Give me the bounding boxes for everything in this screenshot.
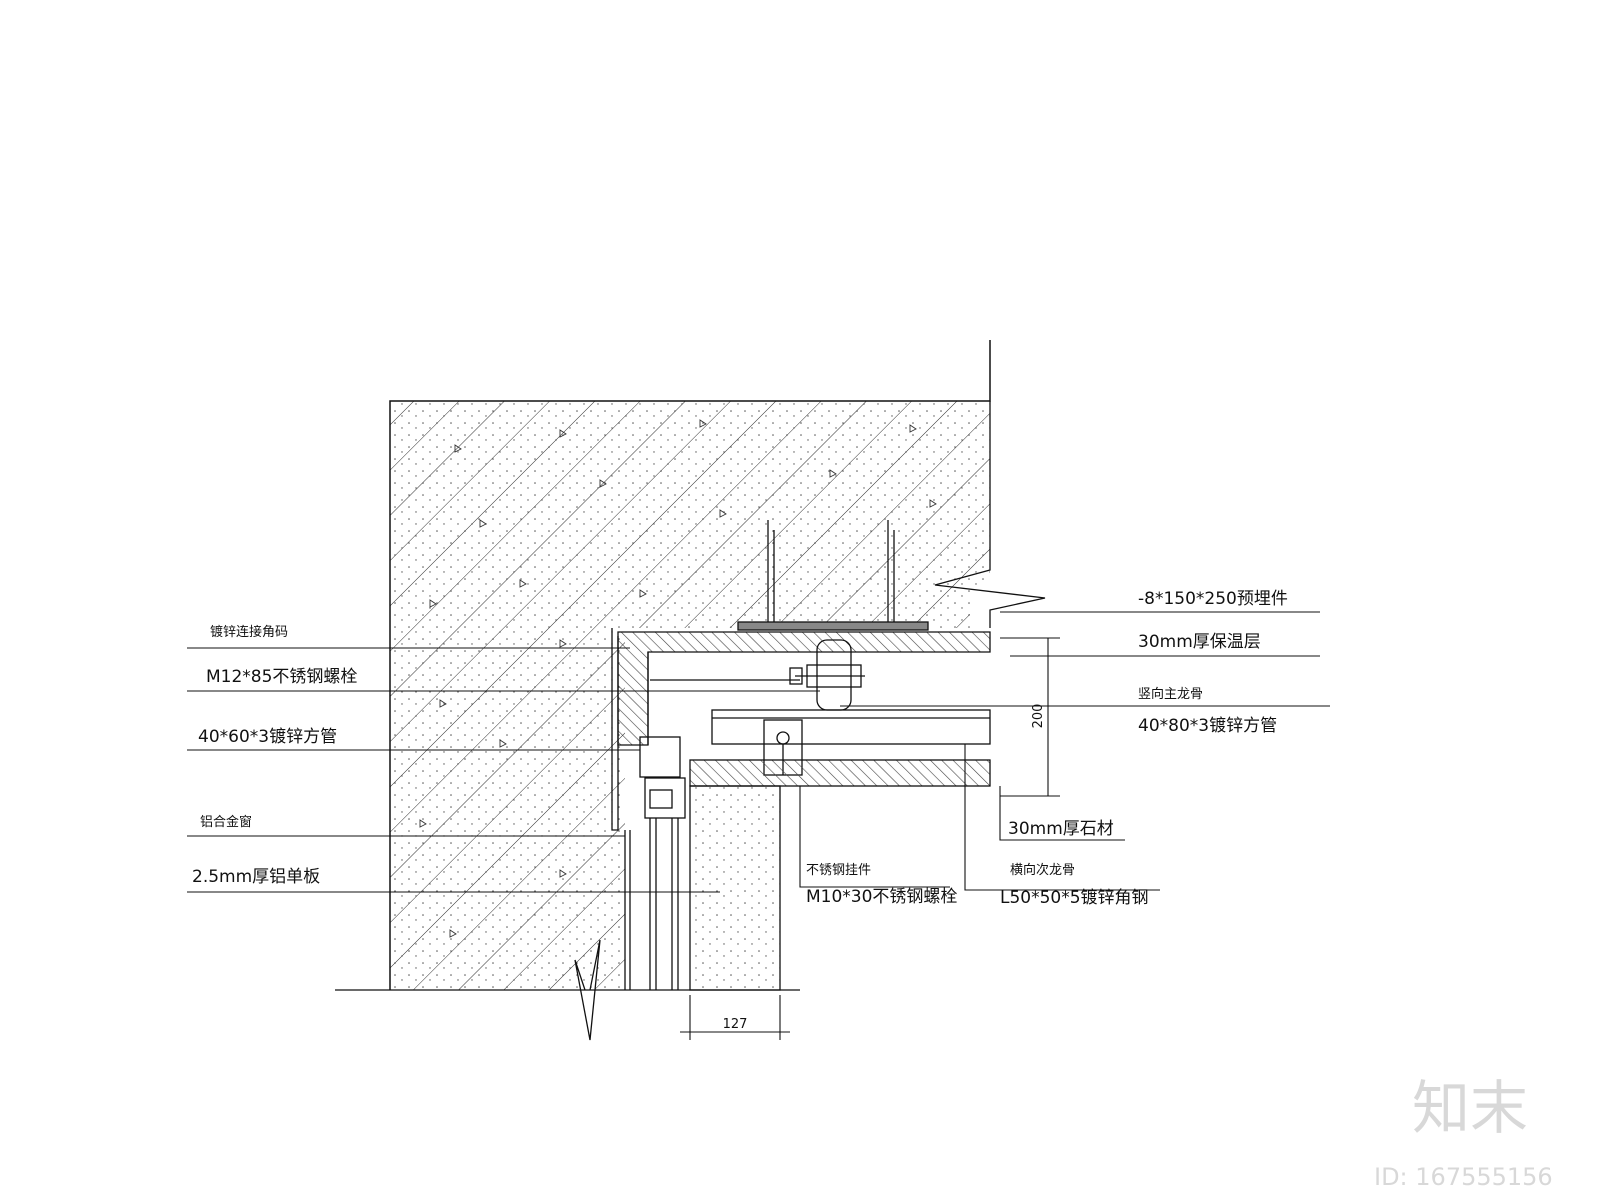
label-40x80-tube: 40*80*3镀锌方管 xyxy=(1138,716,1277,736)
label-angle-steel: L50*50*5镀锌角钢 xyxy=(1000,888,1149,908)
label-stainless-hanger: 不锈钢挂件 xyxy=(806,863,871,878)
label-m12-bolt: M12*85不锈钢螺栓 xyxy=(206,667,357,687)
watermark-brand: 知末 xyxy=(1412,1074,1528,1142)
aluminium-window xyxy=(624,736,686,990)
right-leaders xyxy=(799,611,1330,891)
label-aluminium-panel: 2.5mm厚铝单板 xyxy=(192,867,320,887)
label-aluminium-window: 铝合金窗 xyxy=(200,814,252,830)
label-secondary-keel: 横向次龙骨 xyxy=(1010,862,1075,878)
label-40x60-tube: 40*60*3镀锌方管 xyxy=(198,727,337,747)
steel-angle xyxy=(611,628,800,831)
label-galvanized-angle: 镀锌连接角码 xyxy=(210,624,288,640)
left-leaders xyxy=(187,647,820,893)
label-m10-bolt: M10*30不锈钢螺栓 xyxy=(806,887,957,907)
stone-cladding xyxy=(689,759,991,991)
dimension-200 xyxy=(1000,637,1060,797)
dimension-200-label: 200 xyxy=(1031,704,1046,729)
dimension-127 xyxy=(680,995,790,1040)
dimension-127-label: 127 xyxy=(723,1017,748,1032)
watermark-id: ID: 167555156 xyxy=(1374,1163,1553,1191)
label-insulation: 30mm厚保温层 xyxy=(1138,632,1261,652)
label-stone: 30mm厚石材 xyxy=(1008,819,1114,839)
insulation-layer xyxy=(617,631,991,746)
concrete-structure xyxy=(335,340,1046,1041)
embedded-anchor xyxy=(737,520,929,631)
label-main-keel: 竖向主龙骨 xyxy=(1138,686,1203,702)
label-embedded-plate: -8*150*250预埋件 xyxy=(1138,589,1288,609)
keel-members xyxy=(711,709,991,745)
